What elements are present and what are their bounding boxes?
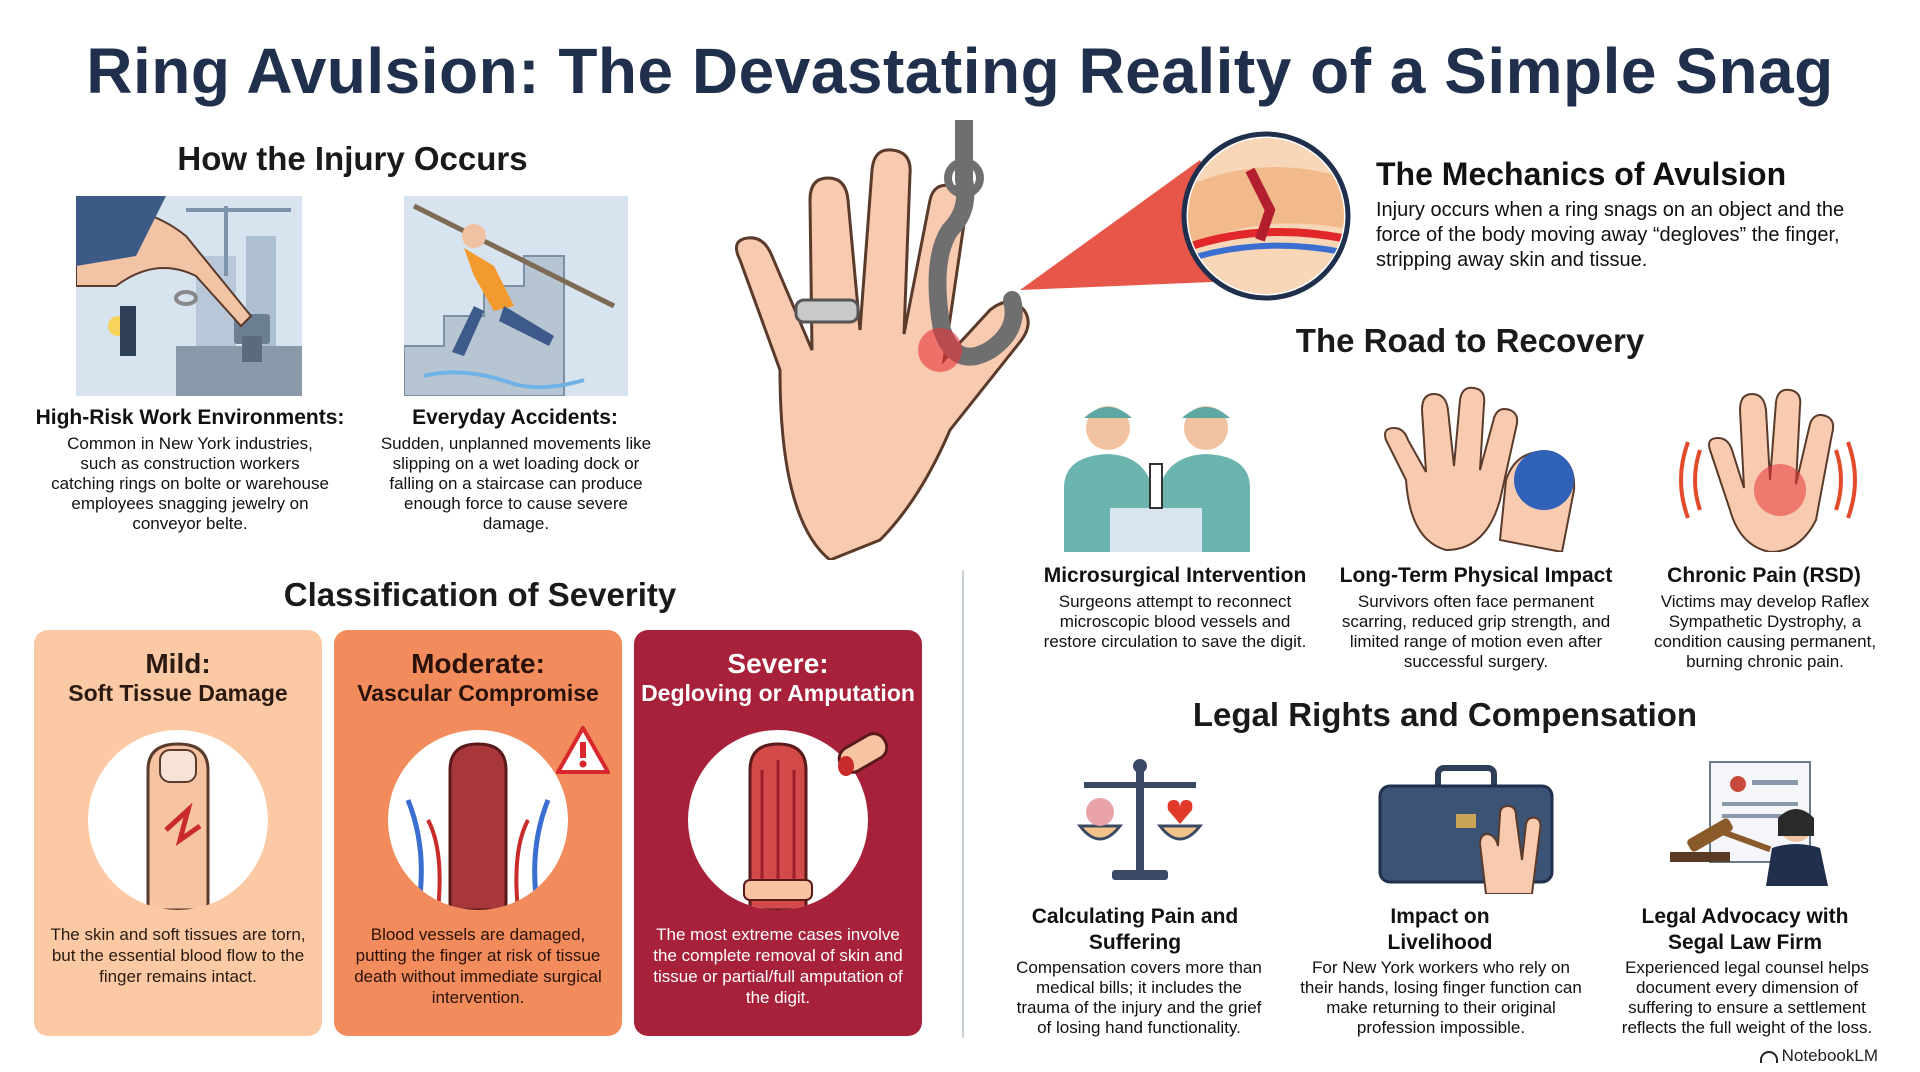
warning-icon xyxy=(554,723,612,774)
severe-subtitle: Degloving or Amputation xyxy=(641,680,915,706)
mild-title: Mild: xyxy=(145,648,211,679)
mechanics-heading: The Mechanics of Avulsion xyxy=(1376,156,1787,192)
notebooklm-logo: NotebookLM xyxy=(1759,1046,1878,1066)
surgery-text: Surgeons attempt to reconnect microscopi… xyxy=(1043,592,1307,651)
pain-hand-icon xyxy=(1670,380,1866,554)
impact-title: Long-Term Physical Impact xyxy=(1339,564,1613,587)
mild-finger-icon xyxy=(88,730,268,910)
pain-text: Victims may develop Raflex Sympathetic D… xyxy=(1653,592,1877,671)
how-heading: How the Injury Occurs xyxy=(177,140,528,177)
notebooklm-logo-text: NotebookLM xyxy=(1781,1046,1878,1065)
notebooklm-logo-icon xyxy=(1759,1050,1778,1063)
work-title: High-Risk Work Environments: xyxy=(35,406,345,429)
section-divider xyxy=(962,570,964,1038)
severe-title: Severe: xyxy=(727,648,829,679)
moderate-text: Blood vessels are damaged, putting the f… xyxy=(354,925,602,1007)
severe-card: Severe: Degloving or Amputation The most… xyxy=(634,630,922,1036)
moderate-finger-icon xyxy=(388,730,568,910)
briefcase-icon xyxy=(1376,764,1556,895)
moderate-title: Moderate: xyxy=(411,648,545,679)
classification-heading: Classification of Severity xyxy=(283,576,677,613)
severed-tip-icon xyxy=(830,726,900,782)
hand-with-hook-icon xyxy=(720,111,1060,562)
gavel-lawyer-icon xyxy=(1656,756,1838,886)
surgery-title: Microsurgical Intervention xyxy=(1043,564,1307,587)
advocacy-text: Experienced legal counsel helps document… xyxy=(1621,958,1873,1037)
stairs-illustration xyxy=(404,196,628,396)
mechanics-text: Injury occurs when a ring snags on an ob… xyxy=(1376,199,1845,271)
mild-subtitle: Soft Tissue Damage xyxy=(68,680,288,706)
severe-text: The most extreme cases involve the compl… xyxy=(653,925,903,1007)
scales-icon xyxy=(1070,756,1210,886)
suffering-text: Compensation covers more than medical bi… xyxy=(1016,958,1262,1037)
everyday-title: Everyday Accidents: xyxy=(412,406,618,429)
recovery-heading: The Road to Recovery xyxy=(1295,322,1645,359)
mild-card: Mild: Soft Tissue Damage The skin and so… xyxy=(34,630,322,1036)
tissue-magnifier-icon xyxy=(1000,130,1352,330)
moderate-card: Moderate: Vascular Compromise Blood vess… xyxy=(334,630,622,1036)
mild-text: The skin and soft tissues are torn, but … xyxy=(50,925,306,986)
livelihood-title: Impact on Livelihood xyxy=(1387,905,1493,954)
everyday-text: Sudden, unplanned movements like slippin… xyxy=(380,434,652,533)
suffering-title: Calculating Pain and Suffering xyxy=(1031,905,1239,954)
surgeons-icon xyxy=(1050,388,1262,552)
page-title: Ring Avulsion: The Devastating Reality o… xyxy=(86,35,1834,107)
moderate-subtitle: Vascular Compromise xyxy=(357,680,599,706)
work-text: Common in New York industries, such as c… xyxy=(51,434,329,533)
hand-stress-ball-icon xyxy=(1376,380,1596,554)
legal-heading: Legal Rights and Compensation xyxy=(1192,696,1698,733)
pain-title: Chronic Pain (RSD) xyxy=(1667,564,1861,587)
livelihood-text: For New York workers who rely on their h… xyxy=(1300,958,1582,1037)
advocacy-title: Legal Advocacy with Segal Law Firm xyxy=(1641,905,1849,954)
impact-text: Survivors often face permanent scarring,… xyxy=(1341,592,1611,671)
work-illustration xyxy=(76,196,302,396)
